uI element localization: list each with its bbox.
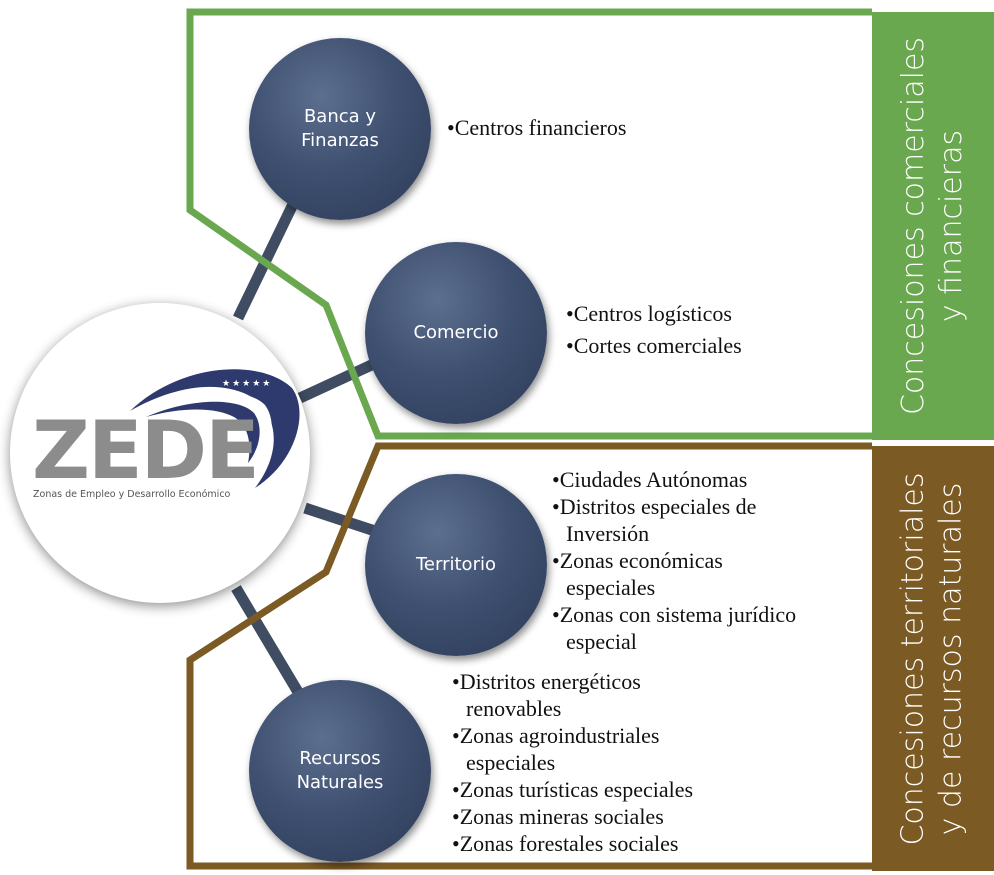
logo-stars: ★★★★★ — [222, 379, 273, 389]
green-outline — [186, 8, 872, 440]
group-label-line: Concesiones territoriales — [896, 471, 932, 846]
brown-outline — [186, 442, 872, 870]
bullet-item: Distritos energéticos renovables — [452, 668, 716, 722]
bullet-item: Zonas mineras sociales — [452, 803, 772, 830]
bullets-territorio: Ciudades Autónomas Distritos especiales … — [552, 466, 864, 655]
connector-recursos — [231, 585, 303, 695]
bullet-item: Centros financieros — [447, 114, 827, 141]
group-label-comerciales: Concesiones comerciales y financieras — [872, 12, 994, 440]
group-label-line: y de recursos naturales — [934, 482, 970, 835]
bullet-item: Zonas turísticas especiales — [452, 776, 772, 803]
connector-territorio — [303, 502, 380, 538]
node-comercio: Comercio — [365, 242, 547, 424]
connector-comercio — [297, 357, 381, 403]
group-label-territoriales: Concesiones territoriales y de recursos … — [872, 446, 994, 871]
bullet-item: Zonas con sistema jurídico especial — [552, 601, 864, 655]
node-recursos-label: Recursos Naturales — [296, 748, 384, 793]
bullet-item: Ciudades Autónomas — [552, 466, 864, 493]
bullet-item: Distritos especiales de Inversión — [552, 493, 838, 547]
brown-band — [872, 446, 994, 871]
logo-swoosh-icon — [130, 369, 300, 488]
logo-subtitle: Zonas de Empleo y Desarrollo Económico — [33, 489, 231, 500]
group-label-line: Concesiones comerciales — [896, 36, 931, 416]
bullets-comercio: Centros logísticos Cortes comerciales — [566, 298, 856, 362]
bullet-item: Cortes comerciales — [566, 330, 856, 362]
logo-wordmark: ZEDE — [32, 404, 260, 497]
bullets-banca: Centros financieros — [447, 114, 827, 141]
connector-banca — [233, 195, 301, 321]
node-territorio: Territorio — [365, 474, 547, 656]
node-banca-label: Banca y Finanzas — [301, 106, 379, 151]
node-banca: Banca y Finanzas — [249, 38, 431, 220]
bullets-recursos: Distritos energéticos renovables Zonas a… — [452, 668, 772, 857]
bullet-item: Zonas agroindustriales especiales — [452, 722, 736, 776]
green-band — [872, 12, 994, 440]
group-label-line: y financieras — [934, 129, 969, 323]
bullet-item: Zonas forestales sociales — [452, 830, 772, 857]
zede-logo: ★★★★★ ZEDE Zonas de Empleo y Desarrollo … — [10, 303, 310, 603]
node-recursos: Recursos Naturales — [249, 680, 431, 862]
bullet-item: Zonas económicas especiales — [552, 547, 806, 601]
node-territorio-label: Territorio — [416, 554, 496, 575]
bullet-item: Centros logísticos — [566, 298, 856, 330]
node-comercio-label: Comercio — [413, 322, 499, 343]
